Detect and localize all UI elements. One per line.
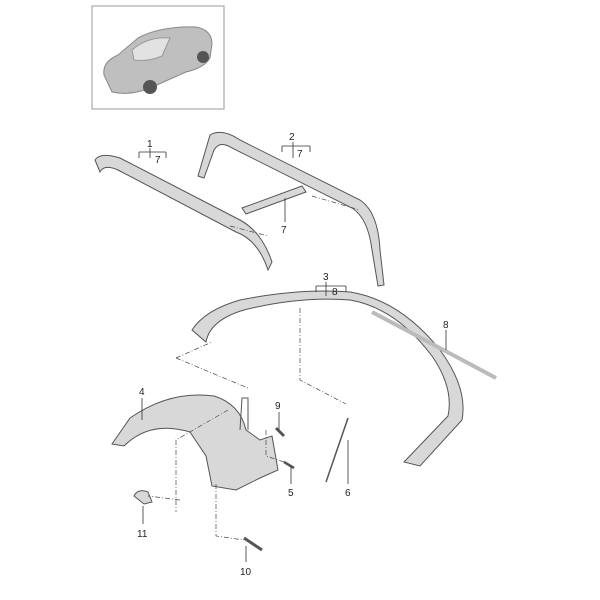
part-8-seal-strip[interactable] xyxy=(371,310,497,380)
part-4-mechanism[interactable] xyxy=(111,394,279,491)
part-11-clip[interactable] xyxy=(133,490,153,505)
callout-2-sub[interactable]: 7 xyxy=(297,149,303,160)
callout-3-sub[interactable]: 8 xyxy=(332,287,338,298)
car-icon xyxy=(103,26,213,94)
callout-leaders xyxy=(138,142,447,562)
part-9-bolt[interactable] xyxy=(274,426,286,438)
callout-5[interactable]: 5 xyxy=(288,488,294,499)
assembly-lines xyxy=(147,195,361,541)
callout-7[interactable]: 7 xyxy=(281,225,287,236)
callout-8[interactable]: 8 xyxy=(443,320,449,331)
callout-11[interactable]: 11 xyxy=(137,529,148,540)
callout-3[interactable]: 3 xyxy=(323,272,329,283)
part-2-roof-frame[interactable] xyxy=(197,131,385,287)
part-3-top-frame[interactable] xyxy=(191,290,464,467)
callout-1[interactable]: 1 xyxy=(147,139,153,150)
car-thumbnail[interactable] xyxy=(91,5,225,110)
callout-10[interactable]: 10 xyxy=(240,567,252,578)
callout-4[interactable]: 4 xyxy=(139,387,145,398)
part-6-rod[interactable] xyxy=(325,417,349,483)
part-5-bolt[interactable] xyxy=(283,460,295,470)
callout-9[interactable]: 9 xyxy=(275,401,281,412)
callout-1-sub[interactable]: 7 xyxy=(155,155,161,166)
part-10-bolt[interactable] xyxy=(243,536,263,552)
callout-6[interactable]: 6 xyxy=(345,488,351,499)
callout-2[interactable]: 2 xyxy=(289,132,295,143)
part-7-seal-strip[interactable] xyxy=(241,185,307,215)
part-1-roof-frame[interactable] xyxy=(94,154,273,272)
